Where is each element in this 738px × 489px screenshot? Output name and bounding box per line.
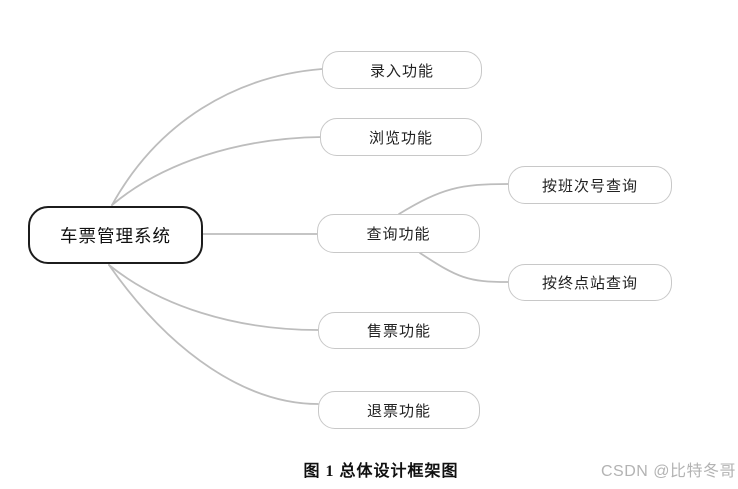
connector-root-to-refund — [108, 264, 319, 405]
connector-query-to-by-number — [398, 183, 509, 215]
node-entry-function: 录入功能 — [322, 51, 482, 89]
node-query-function: 查询功能 — [317, 214, 480, 253]
connector-root-to-browse — [111, 136, 323, 206]
node-root-ticket-management-system: 车票管理系统 — [28, 206, 203, 264]
node-sell-ticket-function: 售票功能 — [318, 312, 480, 349]
figure-caption: 图 1 总体设计框架图 — [303, 463, 459, 480]
connector-root-to-sell — [108, 264, 319, 331]
node-browse-function: 浏览功能 — [320, 118, 482, 156]
connector-query-to-by-terminal — [419, 252, 509, 283]
csdn-watermark: CSDN @比特冬哥 — [600, 463, 736, 480]
node-query-by-terminal-station: 按终点站查询 — [508, 264, 672, 301]
node-refund-ticket-function: 退票功能 — [318, 391, 480, 429]
connector-root-to-entry — [111, 68, 323, 206]
node-query-by-train-number: 按班次号查询 — [508, 166, 672, 204]
